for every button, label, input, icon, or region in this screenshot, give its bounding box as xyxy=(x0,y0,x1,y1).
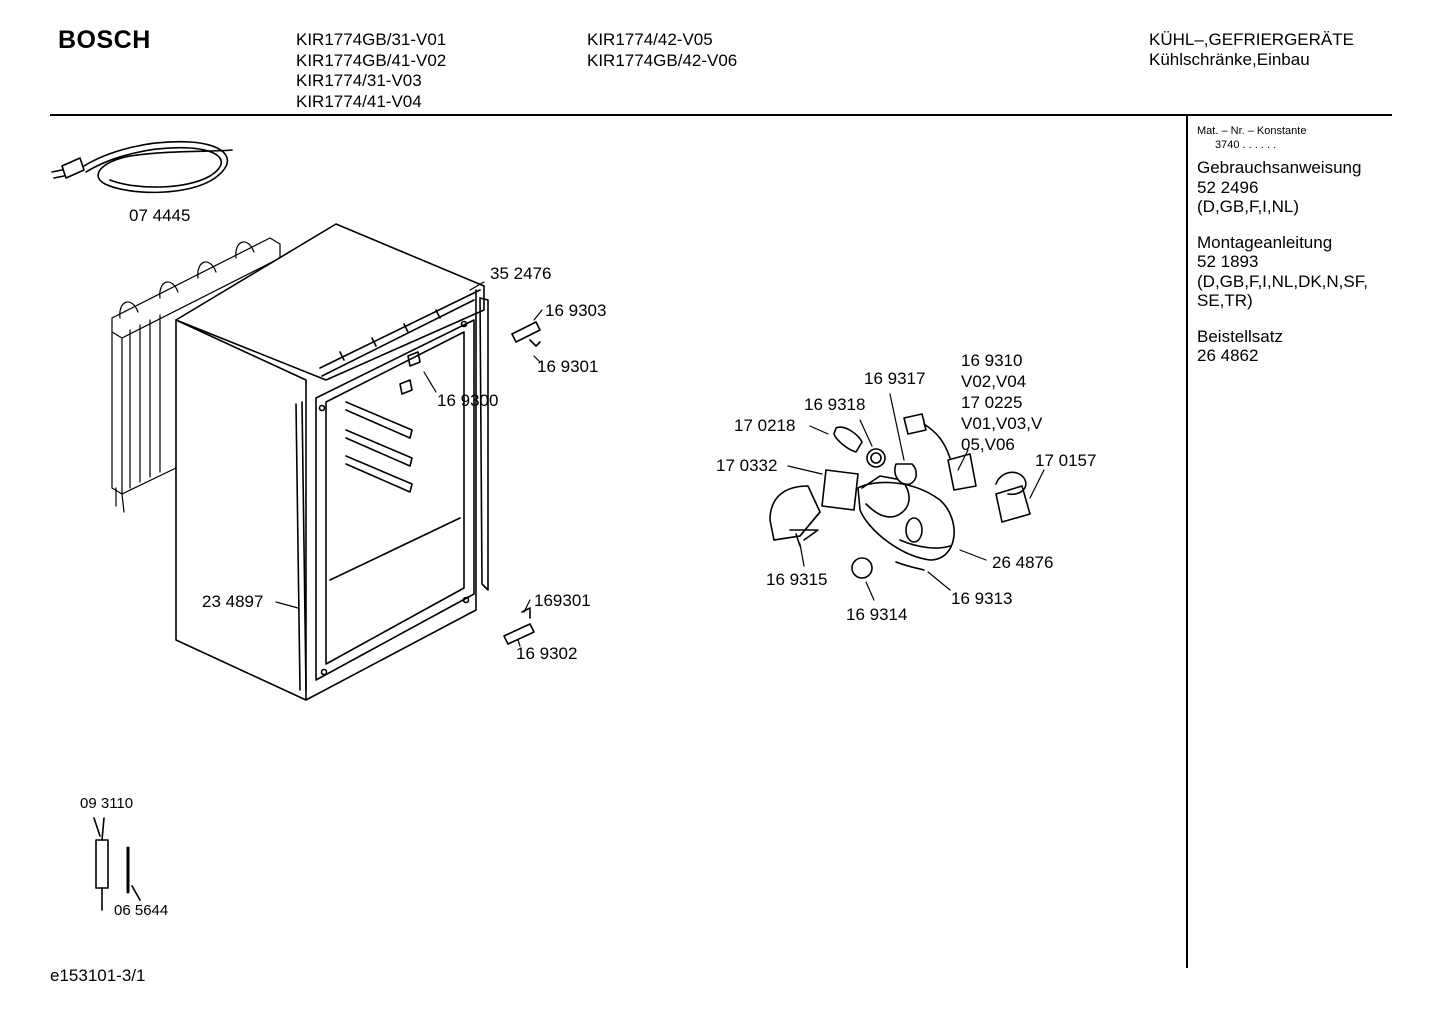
part-label: 16 9301 xyxy=(537,357,599,376)
konstante-label: Mat. – Nr. – Konstante xyxy=(1197,125,1307,137)
sensor-parts-illustration xyxy=(93,817,141,911)
part-label: 16 9315 xyxy=(766,570,828,589)
part-label: 17 0225 xyxy=(961,393,1023,412)
part-label: 05,V06 xyxy=(961,435,1015,454)
model-item: KIR1774/31-V03 xyxy=(296,71,422,90)
doc-block-accessory: Beistellsatz 26 4862 xyxy=(1197,327,1368,366)
bracket-illustrations xyxy=(503,321,541,645)
part-label: V01,V03,V xyxy=(961,414,1043,433)
doc-title: Beistellsatz xyxy=(1197,326,1283,346)
model-item: KIR1774GB/41-V02 xyxy=(296,50,447,70)
part-label: 16 9303 xyxy=(545,301,607,320)
doc-languages: (D,GB,F,I,NL,DK,N,SF, SE,TR) xyxy=(1197,271,1368,311)
category: KÜHL–,GEFRIERGERÄTE Kühlschränke,Einbau xyxy=(1149,30,1354,70)
model-list-1: KIR1774GB/31-V01 KIR1774GB/41-V02 KIR177… xyxy=(296,30,446,112)
sidebar-divider xyxy=(1186,116,1188,968)
model-list-2: KIR1774/42-V05 KIR1774GB/42-V06 xyxy=(587,30,737,71)
doc-block-installation: Montageanleitung 52 1893 (D,GB,F,I,NL,DK… xyxy=(1197,233,1368,311)
doc-number: 26 4862 xyxy=(1197,346,1259,365)
header-divider xyxy=(50,114,1392,116)
doc-title: Gebrauchsanweisung xyxy=(1197,158,1362,177)
sidebar: Mat. – Nr. – Konstante 3740 . . . . . . … xyxy=(1197,124,1368,366)
lamp-assembly-illustration xyxy=(769,413,1031,579)
brand-logo: BOSCH xyxy=(58,26,151,54)
part-label: 35 2476 xyxy=(490,264,552,283)
model-item: KIR1774/42-V05 xyxy=(587,30,713,49)
part-label: 17 0157 xyxy=(1035,451,1097,470)
condenser-coil-illustration xyxy=(111,237,281,513)
part-label: 17 0332 xyxy=(716,456,778,475)
konstante-value: 3740 . . . . . . xyxy=(1215,139,1277,151)
part-label: 16 9310 xyxy=(961,351,1023,370)
diagram-code: e153101-3/1 xyxy=(50,966,146,985)
leader-lines-right xyxy=(787,393,1045,601)
part-label: 16 9317 xyxy=(864,369,926,388)
doc-block-manual: Gebrauchsanweisung 52 2496 (D,GB,F,I,NL) xyxy=(1197,158,1368,217)
category-line: KÜHL–,GEFRIERGERÄTE xyxy=(1149,30,1354,49)
part-label: 09 3110 xyxy=(80,795,134,812)
part-label: 16 9302 xyxy=(516,644,578,663)
part-label: 17 0218 xyxy=(734,416,796,435)
part-label: 16 9314 xyxy=(846,605,908,624)
part-label: V02,V04 xyxy=(961,372,1027,391)
part-label: 07 4445 xyxy=(129,206,191,225)
category-line: Kühlschränke,Einbau xyxy=(1149,50,1310,69)
part-label: 16 9313 xyxy=(951,589,1013,608)
part-label: 169301 xyxy=(534,591,591,610)
part-label: 16 9300 xyxy=(437,391,499,410)
part-label: 26 4876 xyxy=(992,553,1054,572)
doc-number: 52 1893 xyxy=(1197,252,1259,271)
part-label: 16 9318 xyxy=(804,395,866,414)
power-cord-illustration xyxy=(51,140,233,194)
doc-title: Montageanleitung xyxy=(1197,232,1333,252)
doc-number: 52 2496 xyxy=(1197,177,1259,197)
model-item: KIR1774GB/31-V01 xyxy=(296,30,447,49)
part-label: 06 5644 xyxy=(114,902,169,919)
model-item: KIR1774/41-V04 xyxy=(296,91,422,111)
doc-languages: (D,GB,F,I,NL) xyxy=(1197,197,1300,216)
part-label: 23 4897 xyxy=(202,592,264,611)
leader-lines-left xyxy=(275,281,543,647)
model-item: KIR1774GB/42-V06 xyxy=(587,50,738,70)
cabinet-illustration xyxy=(175,223,489,701)
